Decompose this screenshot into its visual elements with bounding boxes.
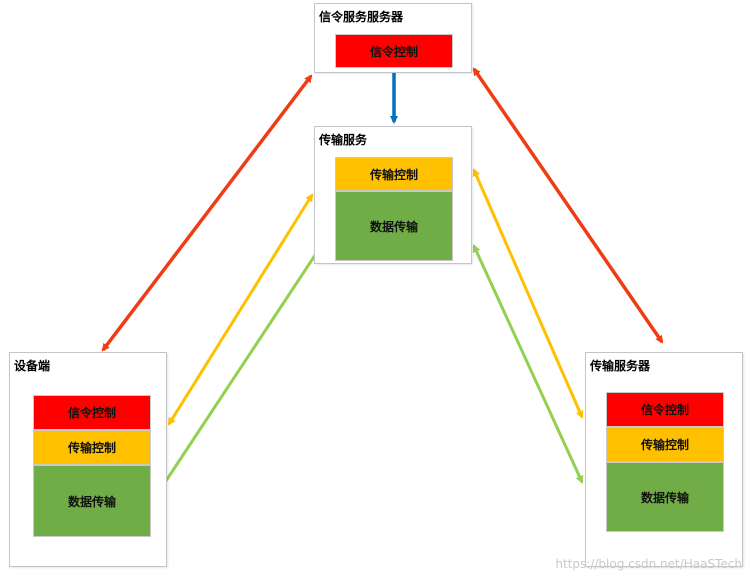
transfer-service-data-label: 数据传输	[369, 219, 418, 234]
device-data-label: 数据传输	[67, 494, 116, 509]
watermark: https://blog.csdn.net/HaaSTech	[555, 557, 742, 571]
transfer-service-data-block: 数据传输	[335, 191, 453, 261]
arrow-transfer-service-transfer-server-control	[472, 168, 584, 419]
signal-server-title: 信令服务服务器	[319, 10, 404, 24]
signal-server-signal-block: 信令控制	[335, 34, 453, 68]
device-control-block: 传输控制	[33, 430, 151, 465]
signal-server-panel: 信令服务服务器 信令控制	[314, 3, 472, 73]
device-signal-block: 信令控制	[33, 395, 151, 430]
transfer-service-panel: 传输服务 传输控制 数据传输	[314, 126, 472, 264]
transfer-server-control-block: 传输控制	[606, 427, 724, 462]
device-panel: 设备端 信令控制 传输控制 数据传输	[9, 352, 167, 567]
transfer-server-signal-block: 信令控制	[606, 392, 724, 427]
arrow-signal-server-transfer-server	[472, 67, 664, 344]
transfer-service-control-block: 传输控制	[335, 157, 453, 191]
transfer-server-control-label: 传输控制	[640, 438, 689, 452]
transfer-server-signal-label: 信令控制	[640, 403, 689, 417]
arrow-device-transfer-service-control	[167, 193, 314, 426]
device-title: 设备端	[14, 359, 51, 373]
transfer-server-title: 传输服务器	[590, 359, 651, 373]
transfer-server-panel: 传输服务器 信令控制 传输控制 数据传输	[585, 352, 743, 567]
arrow-transfer-service-transfer-server-data	[472, 244, 584, 484]
transfer-service-control-label: 传输控制	[369, 167, 418, 182]
device-signal-label: 信令控制	[67, 406, 116, 420]
device-control-label: 传输控制	[67, 441, 116, 455]
transfer-service-title: 传输服务	[319, 133, 368, 147]
arrow-device-transfer-service-data	[152, 226, 335, 501]
device-data-block: 数据传输	[33, 465, 151, 537]
signal-server-signal-label: 信令控制	[369, 44, 418, 59]
transfer-server-data-block: 数据传输	[606, 462, 724, 532]
transfer-server-data-label: 数据传输	[640, 490, 689, 505]
